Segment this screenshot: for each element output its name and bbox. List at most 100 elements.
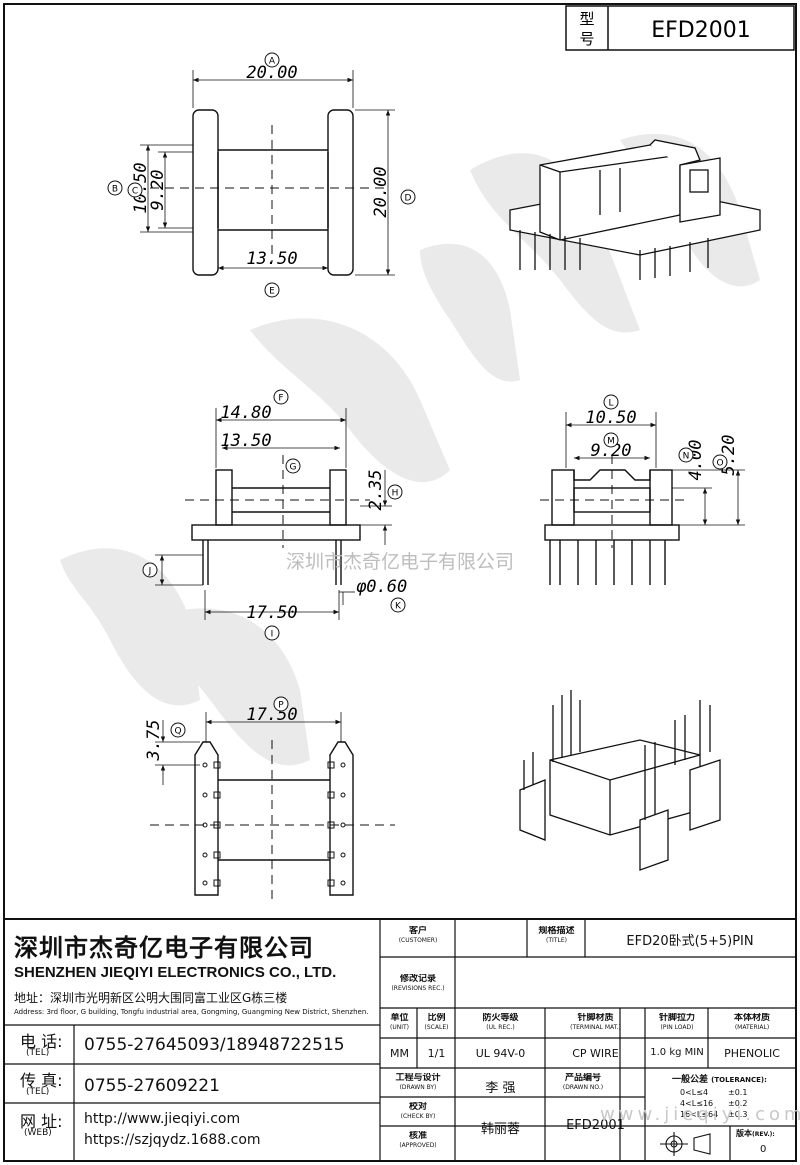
- tolerance-row: 16<L≤64±0.3: [680, 1110, 748, 1119]
- marker-circle-l: [603, 394, 619, 410]
- drawn-label: 工程与设计(DRAWN BY): [395, 1073, 441, 1091]
- tolerance-table: 0<L≤4±0.1 4<L≤16±0.2 16<L≤64±0.3: [680, 1087, 747, 1120]
- marker-circle-o: [712, 454, 728, 470]
- view-bottom: [150, 712, 395, 905]
- tel-label: 电 话:: [20, 1032, 63, 1051]
- material-value: PHENOLIC: [724, 1047, 780, 1060]
- marker-circle-k: [390, 597, 406, 613]
- model-label-1: 型: [579, 10, 594, 28]
- marker-circle-e: [264, 282, 280, 298]
- projection-symbol-icon: [660, 1132, 711, 1156]
- website-link-1[interactable]: http://www.jieqiyi.com: [84, 1111, 241, 1127]
- dim-d-value: 20.00: [371, 166, 391, 217]
- tolerance-row: 4<L≤16±0.2: [680, 1099, 748, 1108]
- marker-label-b: B: [112, 185, 118, 195]
- company-name-cn: 深圳市杰奇亿电子有限公司: [14, 934, 314, 962]
- title-block: 深圳市杰奇亿电子有限公司 SHENZHEN JIEQIYI ELECTRONIC…: [0, 918, 800, 1165]
- dim-q-value: 3.75: [144, 720, 164, 762]
- dim-c-value: 9.20: [148, 170, 168, 211]
- view-front: [155, 408, 392, 620]
- customer-label: 客户(CUSTOMER): [398, 926, 438, 944]
- marker-label-c: C: [132, 187, 138, 197]
- marker-circle-b: [107, 180, 123, 196]
- marker-label-j: J: [148, 567, 152, 577]
- material-label: 本体材质(MATERIAL): [733, 1013, 770, 1031]
- marker-label-o: O: [716, 459, 723, 469]
- scale-label: 比例(SCALE): [424, 1013, 449, 1031]
- pinload-label: 针脚拉力(PIN LOAD): [658, 1013, 695, 1031]
- website-link-2[interactable]: https://szjqydz.1688.com: [84, 1132, 261, 1148]
- unit-label: 单位(UNIT): [390, 1013, 409, 1031]
- dim-h-value: 2.35: [366, 470, 386, 511]
- pinload-value: 1.0 kg MIN: [650, 1047, 704, 1058]
- marker-circle-c: [127, 182, 143, 198]
- marker-label-f: F: [278, 394, 283, 404]
- marker-label-l: L: [608, 399, 613, 409]
- company-address-en: Address: 3rd floor, G building, Tongfu i…: [14, 1008, 369, 1016]
- isometric-view-bottom: [519, 690, 721, 871]
- marker-circle-f: [273, 389, 289, 405]
- web-label-en: (WEB): [24, 1128, 52, 1138]
- marker-label-h: H: [392, 489, 399, 499]
- dim-a-value: 20.00: [246, 63, 297, 83]
- company-address-cn: 地址：深圳市光明新区公明大围同富工业区G栋三楼: [14, 991, 288, 1005]
- web-label: 网 址:: [20, 1112, 63, 1131]
- web-watermark: www.jieqiyi.com: [600, 1104, 800, 1125]
- dim-m-value: 9.20: [591, 441, 632, 461]
- marker-label-m: M: [607, 437, 615, 447]
- company-watermark: 深圳市杰奇亿电子有限公司: [286, 551, 514, 573]
- fax-value: 0755-27609221: [84, 1076, 220, 1096]
- marker-label-p: P: [278, 701, 284, 711]
- marker-circle-d: [400, 189, 416, 205]
- marker-label-d: D: [405, 194, 412, 204]
- company-name-en: SHENZHEN JIEQIYI ELECTRONICS CO., LTD.: [14, 964, 337, 981]
- version-value: 0: [760, 1144, 767, 1155]
- partno-label: 产品编号(DRAWN NO.): [562, 1073, 604, 1091]
- title-block-grid: [3, 918, 797, 1162]
- revisions-label: 修改记录(REVISIONS REC.): [391, 974, 445, 992]
- title-value: EFD20卧式(5+5)PIN: [626, 934, 754, 949]
- scale-value: 1/1: [427, 1047, 446, 1060]
- marker-label-g: G: [290, 463, 297, 473]
- tolerance-row: 0<L≤4±0.1: [680, 1088, 748, 1097]
- marker-circle-m: [603, 432, 619, 448]
- ul-value: UL 94V-0: [475, 1047, 526, 1060]
- model-label-2: 号: [579, 30, 594, 48]
- ul-label: 防火等级(UL REC.): [482, 1013, 519, 1031]
- dim-k-value: φ0.60: [356, 577, 407, 597]
- marker-label-a: A: [269, 57, 276, 67]
- dim-p-value: 17.50: [246, 705, 297, 725]
- marker-circle-j: [142, 562, 158, 578]
- model-box: 型 号 EFD2001: [565, 5, 795, 51]
- terminal-label: 针脚材质(TERMINAL MAT.): [570, 1013, 621, 1031]
- dim-l-value: 10.50: [585, 408, 636, 428]
- tel-value: 0755-27645093/18948722515: [84, 1035, 345, 1055]
- marker-circle-i: [264, 625, 280, 641]
- marker-label-q: Q: [174, 727, 181, 737]
- marker-circle-q: [170, 722, 186, 738]
- isometric-view-top: [509, 139, 761, 280]
- terminal-value: CP WIRE: [572, 1047, 619, 1060]
- dim-i-value: 17.50: [246, 603, 297, 623]
- marker-label-i: I: [271, 630, 274, 640]
- marker-circle-a: [264, 52, 280, 68]
- marker-circle-p: [273, 696, 289, 712]
- tel-label-en: (TEL): [26, 1048, 50, 1058]
- marker-label-e: E: [269, 287, 275, 297]
- dim-e-value: 13.50: [246, 249, 297, 269]
- view-top: [140, 70, 395, 276]
- dim-g-value: 13.50: [220, 431, 271, 451]
- title-label: 规格描述(TITLE): [538, 926, 575, 944]
- approved-label: 核准(APPROVED): [399, 1131, 437, 1149]
- check-label: 校对(CHECK BY): [400, 1102, 436, 1120]
- fax-label: 传 真:: [20, 1071, 63, 1090]
- dim-f-value: 14.80: [220, 403, 271, 423]
- unit-value: MM: [390, 1047, 409, 1060]
- marker-circle-n: [678, 447, 694, 463]
- marker-label-k: K: [395, 602, 402, 612]
- tolerance-label: 一般公差 (TOLERANCE):: [672, 1075, 767, 1085]
- approved-value: 韩丽蓉: [480, 1122, 520, 1137]
- marker-circle-g: [285, 458, 301, 474]
